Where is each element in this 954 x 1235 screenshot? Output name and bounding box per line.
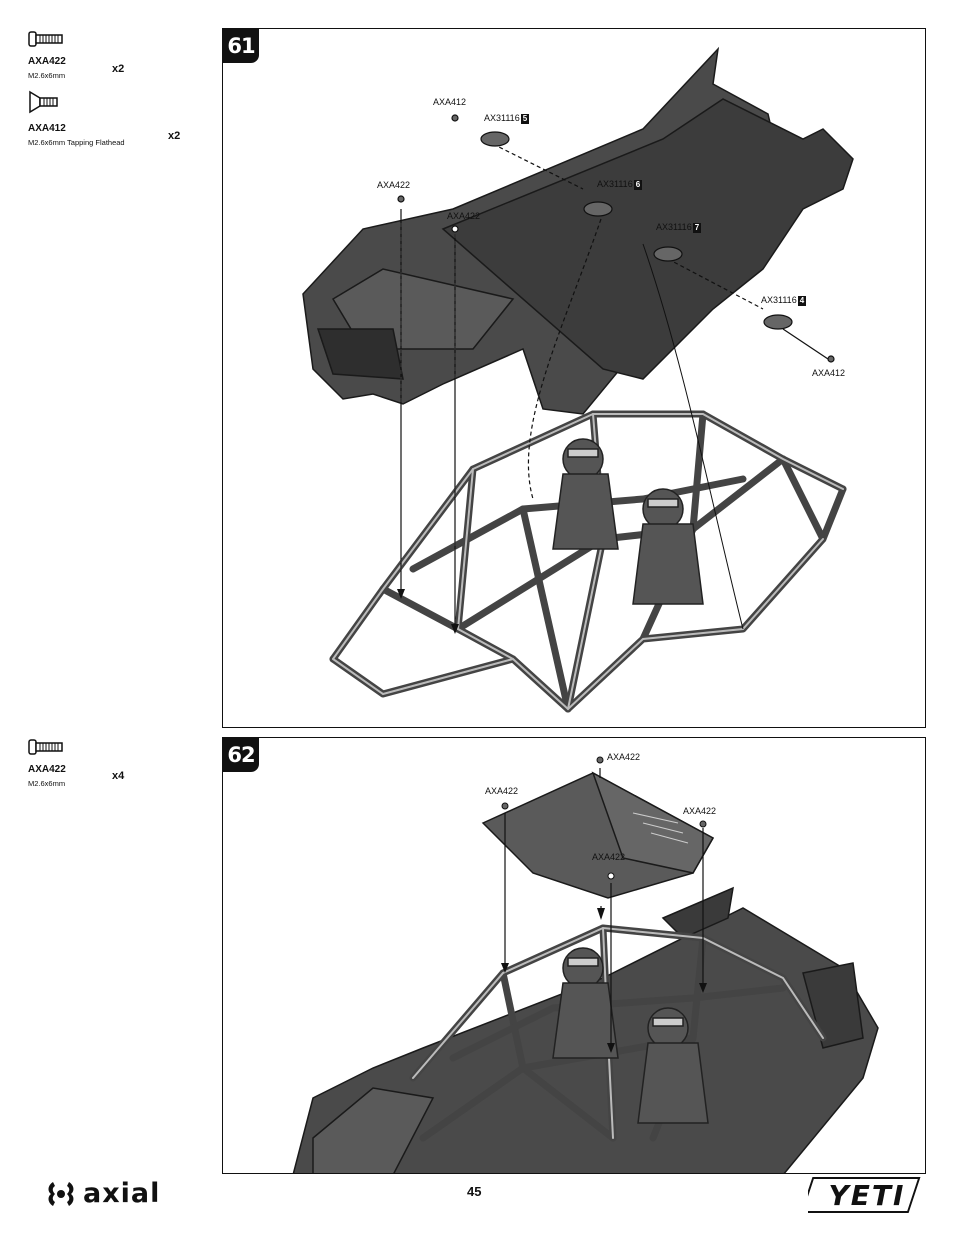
part-name: AXA422: [28, 764, 66, 775]
step-62-panel: 62 AXA422 AXA422 AXA422 AXA422: [222, 737, 926, 1174]
driver-figures: [552, 947, 709, 1124]
callout-axa422: AXA422: [683, 806, 717, 816]
button-head-screw-icon: [28, 31, 63, 47]
roof-panel: [481, 771, 715, 899]
page-number: 45: [467, 1184, 482, 1199]
yeti-logo: YETI: [808, 1174, 926, 1216]
callout-axa422: AXA422: [377, 180, 411, 190]
part-desc: M2.6x6mm Tapping Flathead: [28, 138, 125, 147]
part-name: AXA422: [28, 56, 66, 67]
guide-arrows: [397, 589, 459, 634]
axial-mark-icon: [48, 1182, 74, 1206]
step-62-illustration: [292, 756, 879, 1173]
screws: [501, 756, 707, 880]
callout-axa412: AXA412: [812, 368, 846, 378]
callout-axa422: AXA422: [607, 752, 641, 762]
step-number-badge: 62: [223, 738, 259, 772]
axial-wordmark: axial: [83, 1178, 161, 1209]
yeti-wordmark: YETI: [828, 1178, 906, 1212]
body-shell: [302, 46, 854, 415]
part-desc: M2.6x6mm: [28, 71, 66, 80]
guide-arrows: [501, 908, 707, 1053]
callout-axa412: AXA412: [433, 97, 467, 107]
callout-axa422: AXA422: [447, 211, 481, 221]
parts-list-step-62: AXA422 M2.6x6mm x4: [28, 736, 198, 796]
part-desc: M2.6x6mm: [28, 779, 66, 788]
callout-axa422: AXA422: [592, 852, 626, 862]
parts-list-step-61: AXA422 M2.6x6mm x2 AXA412 M2.6x6mm Tappi…: [28, 28, 198, 158]
axial-logo: axial: [45, 1177, 185, 1211]
flathead-screw-icon: [29, 90, 58, 114]
part-qty: x2: [168, 130, 181, 142]
step-61-illustration: [302, 46, 854, 713]
guide-lines: [400, 143, 829, 630]
part-qty: x2: [112, 63, 125, 75]
driver-figures: [552, 438, 704, 605]
small-parts: [397, 114, 835, 363]
yeti-logo-mark-icon: [808, 1177, 921, 1213]
part-name: AXA412: [28, 123, 66, 134]
button-head-screw-icon: [28, 739, 63, 755]
step-number-badge: 61: [223, 29, 259, 63]
part-qty: x4: [112, 770, 125, 782]
callout-axa422: AXA422: [485, 786, 519, 796]
